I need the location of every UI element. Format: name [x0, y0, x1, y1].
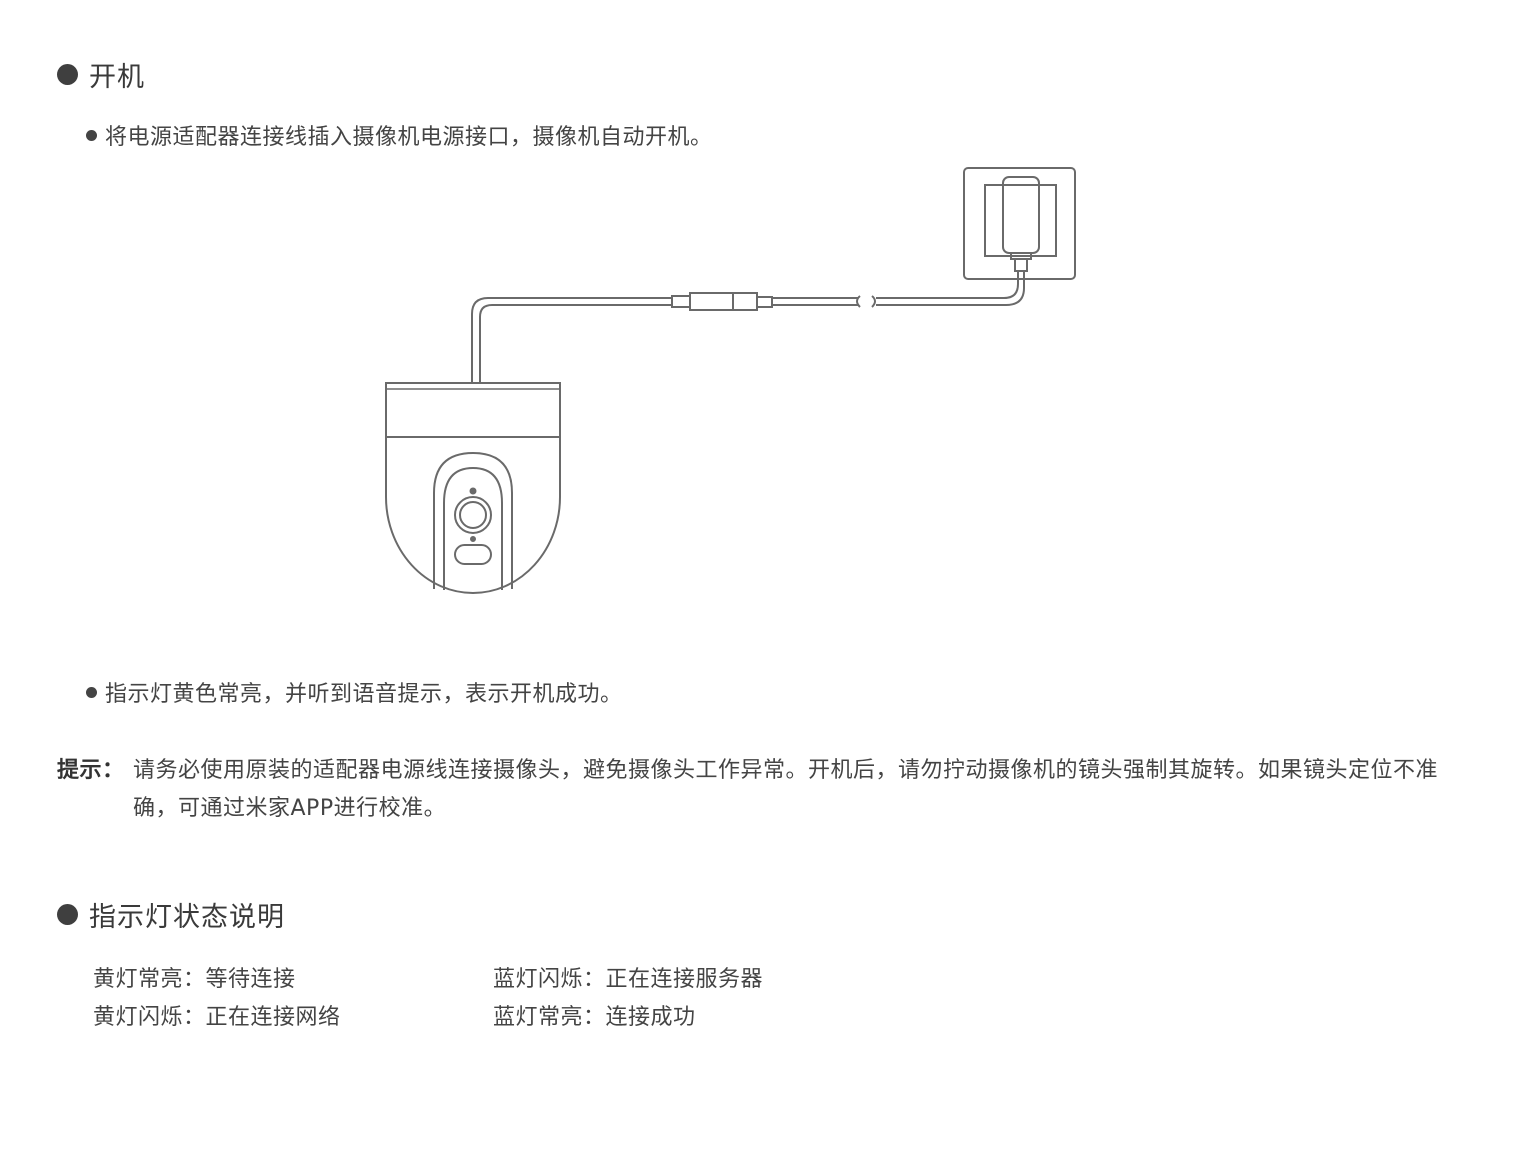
indicator-heading-text: 指示灯状态说明 [89, 902, 285, 933]
small-bullet-icon [86, 686, 97, 698]
camera-icon [385, 382, 561, 594]
wall-socket-icon [963, 167, 1076, 280]
status-blue-solid: 蓝灯常亮：连接成功 [493, 1005, 696, 1030]
power-on-heading-text: 开机 [89, 62, 145, 93]
tip-note: 提示： 请务必使用原装的适配器电源线连接摄像头，避免摄像头工作异常。开机后，请勿… [57, 752, 1467, 828]
status-yellow-solid: 黄灯常亮：等待连接 [93, 967, 296, 992]
power-on-step-1-text: 将电源适配器连接线插入摄像机电源接口，摄像机自动开机。 [105, 125, 713, 150]
power-on-step-1: 将电源适配器连接线插入摄像机电源接口，摄像机自动开机。 [86, 119, 713, 151]
power-on-step-2: 指示灯黄色常亮，并听到语音提示，表示开机成功。 [86, 676, 623, 708]
tip-label: 提示： [57, 758, 125, 783]
power-on-step-2-text: 指示灯黄色常亮，并听到语音提示，表示开机成功。 [105, 682, 623, 707]
power-cable-icon [471, 271, 1025, 383]
status-yellow-blink: 黄灯闪烁：正在连接网络 [93, 1005, 341, 1030]
camera-power-connection-illustration [385, 167, 1076, 594]
tip-text: 请务必使用原装的适配器电源线连接摄像头，避免摄像头工作异常。开机后，请勿拧动摄像… [133, 758, 1439, 821]
indicator-heading: 指示灯状态说明 [57, 895, 285, 934]
bullet-dot-icon [57, 904, 78, 925]
power-on-heading: 开机 [57, 55, 145, 94]
bullet-dot-icon [57, 64, 78, 85]
status-blue-blink: 蓝灯闪烁：正在连接服务器 [493, 967, 764, 992]
small-bullet-icon [86, 129, 97, 141]
